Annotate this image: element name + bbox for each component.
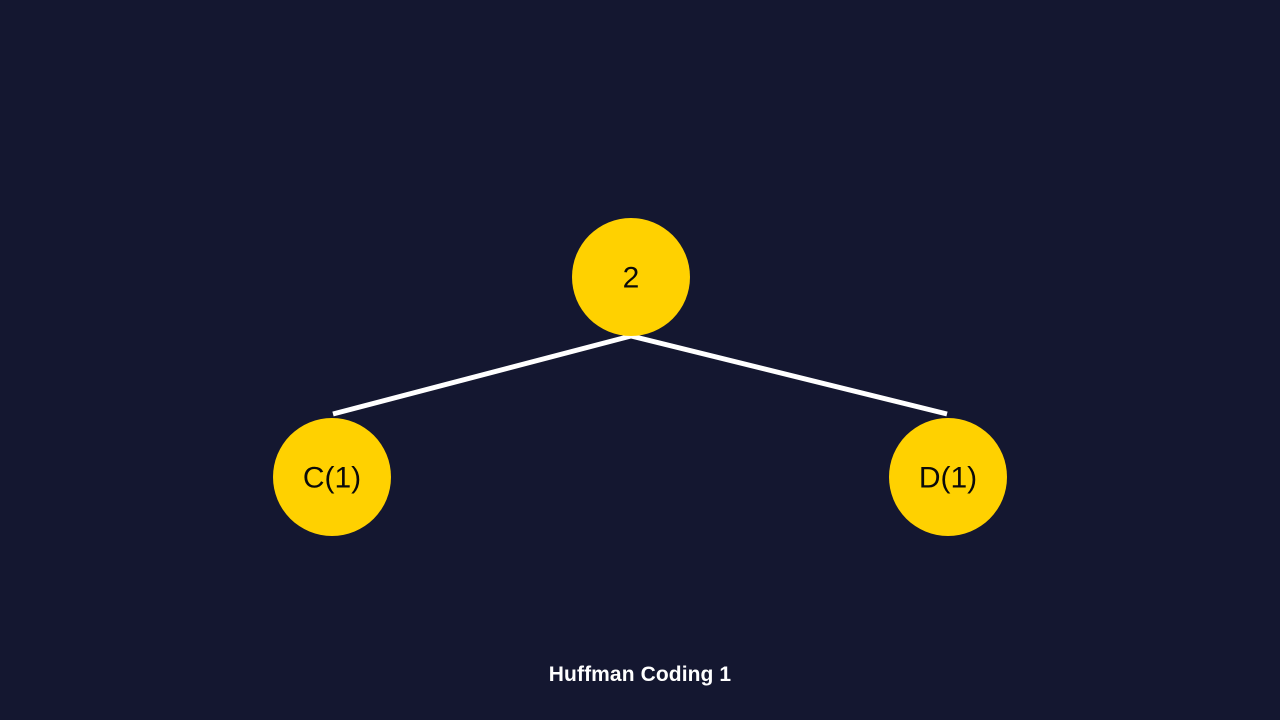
node-right-child-circle[interactable] — [889, 418, 1007, 536]
node-right-child[interactable]: D(1) — [889, 418, 1007, 536]
edge-root-to-left-child — [332, 333, 632, 417]
node-left-child[interactable]: C(1) — [273, 418, 391, 536]
diagram-caption: Huffman Coding 1 — [548, 663, 732, 686]
edge-root-to-right-child — [630, 333, 948, 417]
node-right-child-label: D(1) — [919, 462, 977, 495]
edge-group — [332, 333, 948, 417]
node-root-label: 2 — [623, 262, 640, 295]
node-root[interactable]: 2 — [572, 218, 690, 336]
node-left-child-label: C(1) — [303, 462, 361, 495]
node-left-child-circle[interactable] — [273, 418, 391, 536]
node-root-circle[interactable] — [572, 218, 690, 336]
